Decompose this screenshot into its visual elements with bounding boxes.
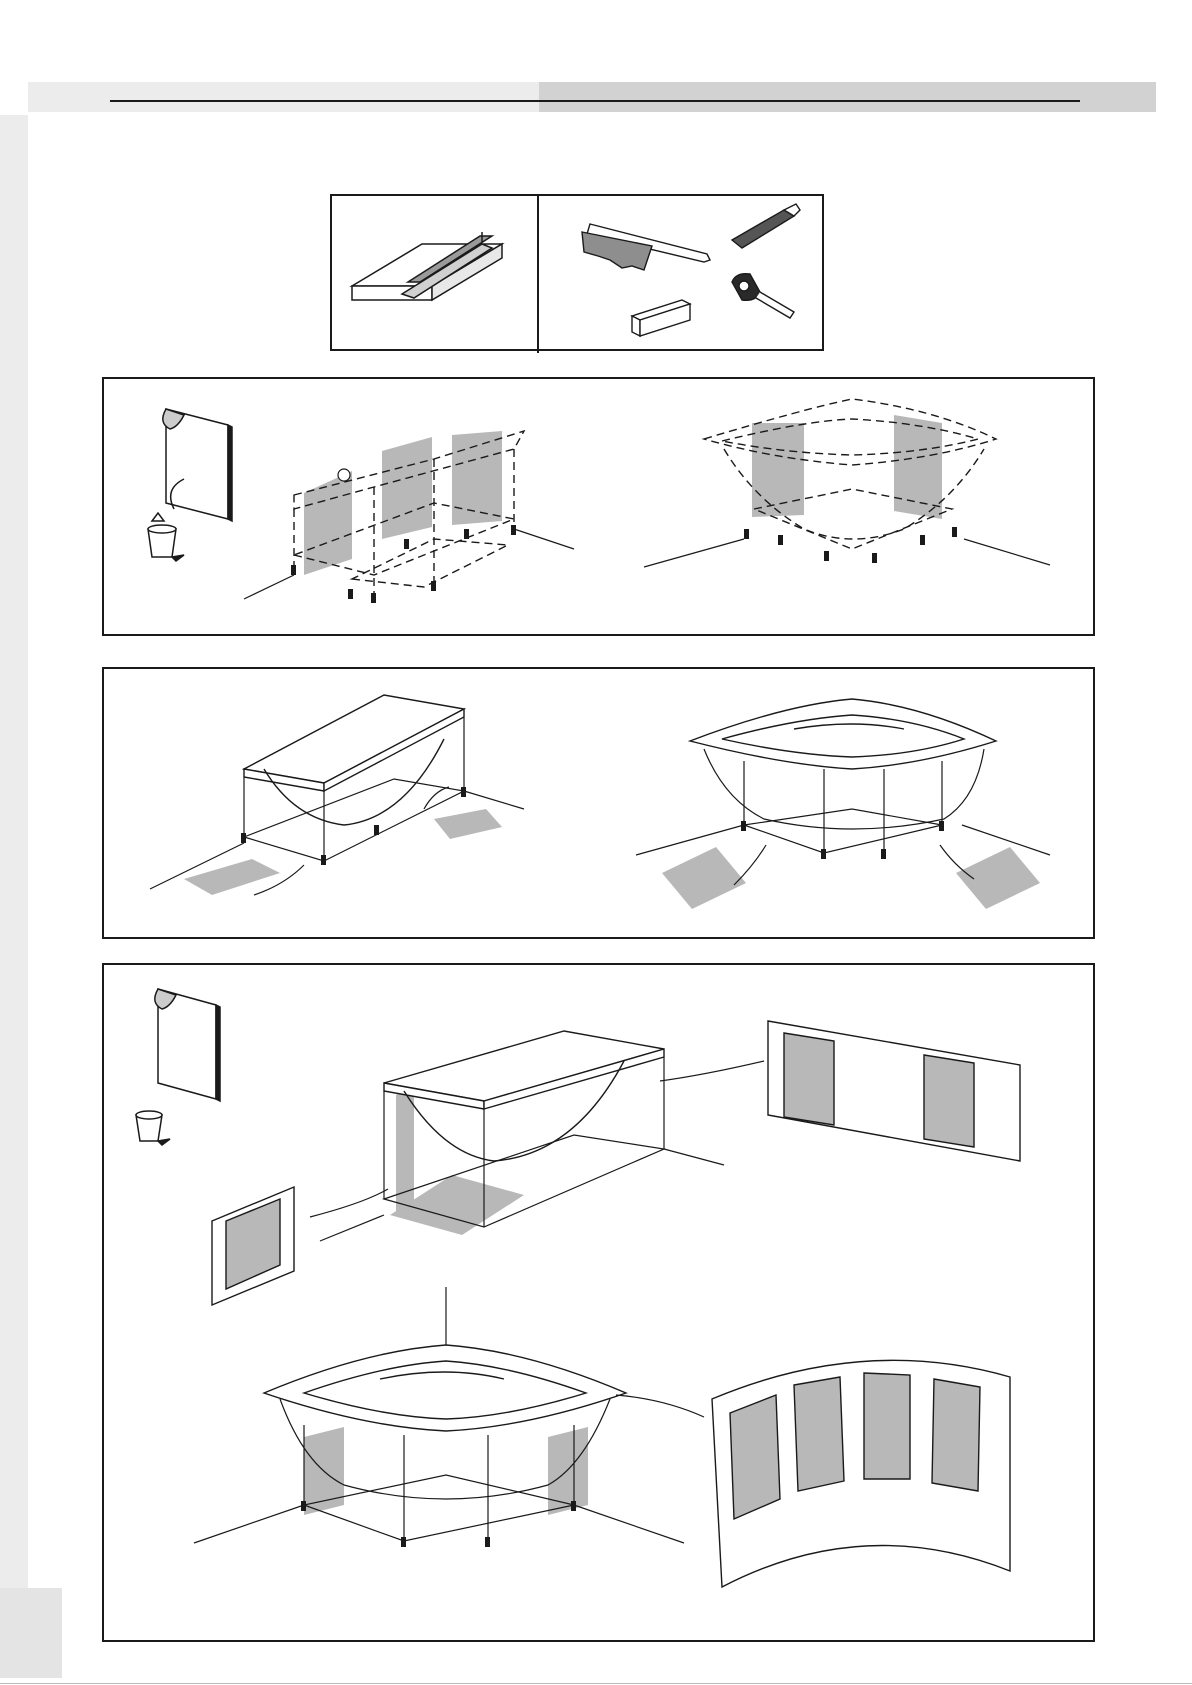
corner-bath-frame (644, 399, 1050, 567)
protective-film-icon (163, 409, 232, 521)
tape-measure-icon (732, 274, 794, 318)
utility-knife-icon (732, 204, 800, 248)
corner-bath-curved-panel (194, 1287, 1010, 1587)
corner-bath-placement (636, 699, 1050, 909)
rectangular-bath-frame (244, 431, 574, 603)
rectangular-bath-placement (150, 695, 524, 895)
waste-bin-icon (136, 1111, 170, 1145)
tools-panel (330, 194, 824, 351)
waste-bin-icon (148, 513, 184, 561)
header-rule (110, 100, 1080, 102)
front-side-panel (212, 1187, 294, 1305)
wood-block-icon (632, 300, 690, 336)
long-front-panel (768, 1021, 1020, 1161)
step2-illustration (104, 669, 1097, 941)
header-band-accent (539, 82, 1156, 112)
rectangular-bath-panels (212, 1021, 1020, 1305)
step3-panel-mounting (102, 963, 1095, 1642)
sealing-profile-icon (352, 232, 502, 300)
brush-icon (582, 224, 710, 270)
curved-corner-panel (712, 1360, 1010, 1587)
step2-placement-panel (102, 667, 1095, 939)
protective-film-icon (155, 989, 220, 1101)
side-margin-strip (0, 115, 28, 1675)
tools-illustration (332, 196, 826, 353)
step1-frame-panel (102, 377, 1095, 636)
step3-illustration (104, 965, 1097, 1644)
side-margin-tab (0, 1588, 62, 1678)
page-bottom-rule (0, 1683, 1192, 1684)
step1-illustration (104, 379, 1097, 638)
